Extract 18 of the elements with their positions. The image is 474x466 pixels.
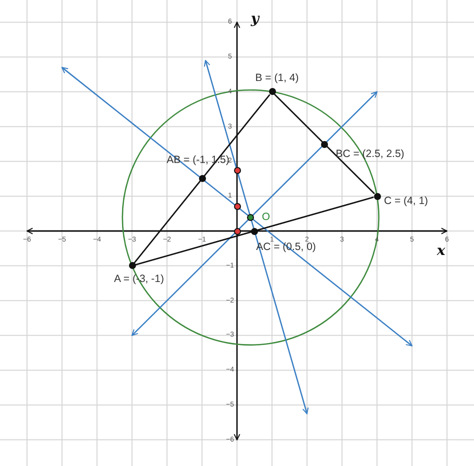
point-dot — [251, 228, 258, 234]
point-dot — [198, 175, 206, 182]
point-label: B = (1, 4) — [255, 72, 299, 84]
point-label: C = (4, 1) — [384, 195, 428, 207]
point-label: O — [262, 211, 270, 223]
axis-label: y — [250, 11, 260, 27]
point-dot — [321, 140, 328, 148]
point-dot — [234, 166, 240, 174]
point-dot — [268, 88, 276, 96]
axis-label: x — [436, 243, 446, 259]
point-dot — [247, 214, 254, 221]
point-label: BC = (2.5, 2.5) — [336, 148, 404, 160]
triangle-side — [134, 94, 270, 264]
triangle-side — [274, 94, 376, 194]
triangle-side — [135, 196, 374, 266]
point-dot — [234, 203, 240, 210]
point-dot — [128, 262, 136, 270]
point-dot — [234, 228, 240, 234]
